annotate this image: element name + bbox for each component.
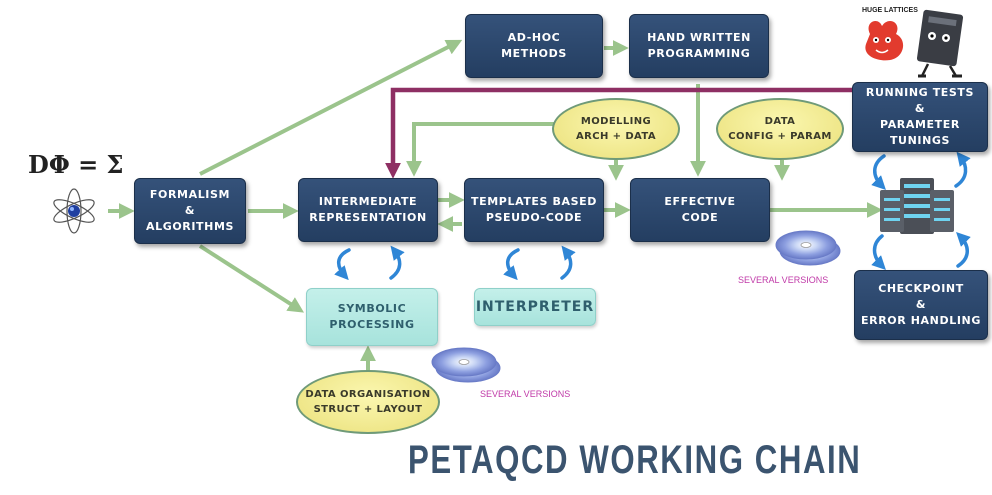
box-line: CHECKPOINT <box>878 282 964 296</box>
several-versions-note-right: SEVERAL VERSIONS <box>738 275 829 285</box>
oval-line: MODELLING <box>580 116 652 127</box>
effective-code-box: EFFECTIVE CODE <box>630 178 770 242</box>
box-line: AD-HOC <box>507 31 561 45</box>
page-title: PETAQCD WORKING CHAIN <box>408 438 862 482</box>
box-line: HAND WRITTEN <box>647 31 751 45</box>
box-line: PARAMETER TUNINGS <box>880 118 960 147</box>
ad-hoc-methods-box: AD-HOC METHODS <box>465 14 603 78</box>
huge-lattices-label: HUGE LATTICES <box>862 7 918 14</box>
server-cluster-icon <box>880 178 954 234</box>
box-line: RUNNING TESTS <box>865 86 975 100</box>
formalism-algorithms-box: FORMALISM & ALGORITHMS <box>134 178 246 244</box>
oval-line: ARCH + DATA <box>576 131 656 142</box>
cycle-arrow-templates-right <box>560 245 576 280</box>
arrow-modelling-intermediate <box>406 122 556 177</box>
oval-line: CONFIG + PARAM <box>728 131 832 142</box>
data-organisation-oval: DATA ORGANISATION STRUCT + LAYOUT <box>296 370 440 434</box>
modelling-oval: MODELLING ARCH + DATA <box>552 98 680 160</box>
cycle-arrow-intermediate-left <box>334 248 351 281</box>
box-line: ERROR HANDLING <box>861 313 981 327</box>
data-config-oval: DATA CONFIG + PARAM <box>716 98 844 160</box>
box-line: INTERMEDIATE <box>318 195 418 209</box>
oval-line: STRUCT + LAYOUT <box>313 404 423 415</box>
formula-text: DΦ = Σ <box>28 150 124 179</box>
cycle-arrow-checkpoint-left <box>871 234 886 270</box>
running-tests-box: RUNNING TESTS & PARAMETER TUNINGS <box>852 82 988 152</box>
box-line: PROCESSING <box>329 318 415 331</box>
box-line: & <box>914 102 926 116</box>
box-line: FORMALISM <box>149 188 231 202</box>
box-line: TEMPLATES BASED <box>471 195 597 209</box>
intermediate-representation-box: INTERMEDIATE REPRESENTATION <box>298 178 438 242</box>
box-line: EFFECTIVE <box>664 195 736 209</box>
cycle-arrow-intermediate-right <box>389 245 405 280</box>
huge-lattices-mascot-icon <box>865 9 964 78</box>
cycle-arrow-tests-left <box>871 154 886 190</box>
cycle-arrow-templates-left <box>503 248 520 281</box>
disc-stack-icon-left <box>431 347 501 383</box>
box-line: PROGRAMMING <box>647 47 751 60</box>
box-line: CODE <box>681 211 719 224</box>
box-line: & <box>915 298 927 312</box>
interpreter-box: INTERPRETER <box>474 288 596 326</box>
oval-line: DATA ORGANISATION <box>305 389 431 400</box>
symbolic-processing-box: SYMBOLIC PROCESSING <box>306 288 438 346</box>
box-line: ALGORITHMS <box>145 219 235 233</box>
hand-written-programming-box: HAND WRITTEN PROGRAMMING <box>629 14 769 78</box>
cycle-arrow-checkpoint-right <box>956 232 971 268</box>
several-versions-note-left: SEVERAL VERSIONS <box>480 389 571 399</box>
arrow-formalism-adhoc <box>199 39 463 176</box>
cycle-arrow-tests-right <box>954 151 971 188</box>
box-line: PSEUDO-CODE <box>485 211 583 224</box>
box-line: & <box>184 204 196 218</box>
box-line: SYMBOLIC <box>337 302 407 316</box>
box-line: INTERPRETER <box>475 298 595 315</box>
feedback-arrow <box>385 87 852 179</box>
arrow-formalism-symbolic <box>198 244 305 313</box>
box-line: METHODS <box>501 47 567 60</box>
disc-stack-icon-right <box>775 230 841 266</box>
oval-line: DATA <box>764 116 796 127</box>
templates-pseudo-code-box: TEMPLATES BASED PSEUDO-CODE <box>464 178 604 242</box>
checkpoint-error-handling-box: CHECKPOINT & ERROR HANDLING <box>854 270 988 340</box>
atom-icon <box>53 188 95 234</box>
box-line: REPRESENTATION <box>309 211 427 224</box>
